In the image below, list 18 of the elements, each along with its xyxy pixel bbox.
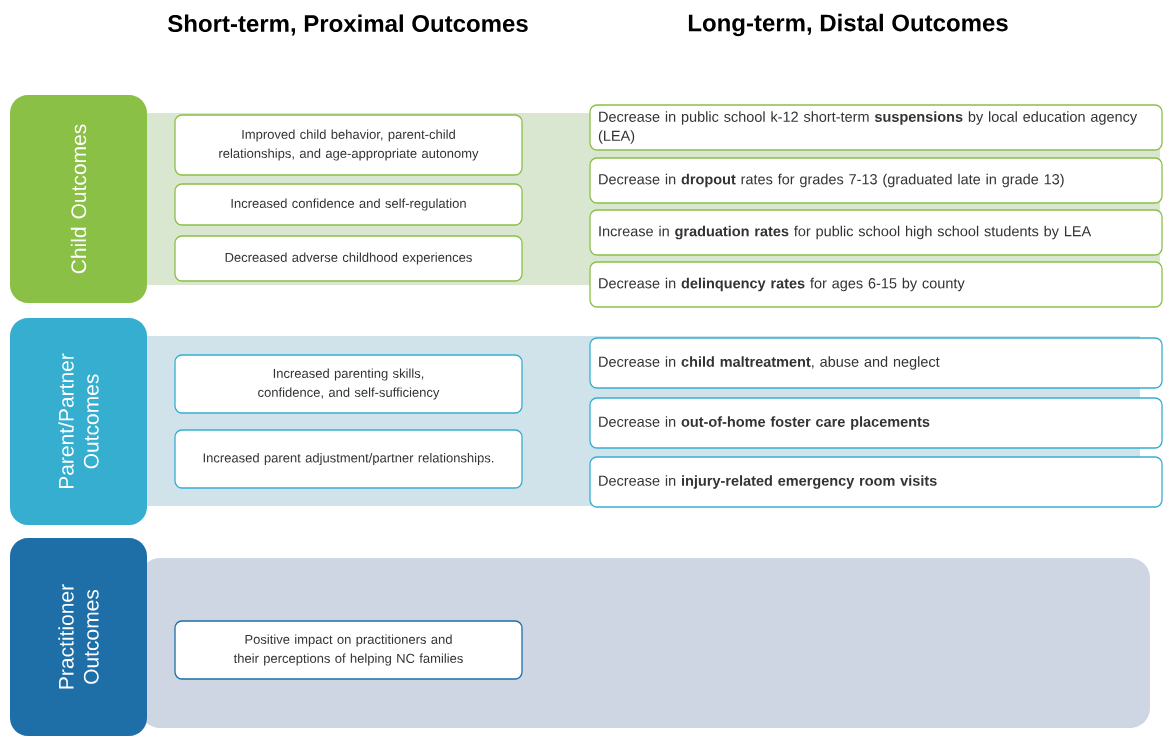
outcome-box: Decrease in out-of-home foster care placements <box>589 397 1163 449</box>
outcome-box: Increased parenting skills, confidence, and self-sufficiency <box>174 354 523 414</box>
outcome-box: Positive impact on practitioners and their perceptions of helping NC families <box>174 620 523 680</box>
outcome-box: Decrease in child maltreatment, abuse and neglect <box>589 337 1163 389</box>
row-heading-tab: Parent/Partner Outcomes <box>10 318 147 525</box>
outcome-box: Increased confidence and self-regulation <box>174 183 523 226</box>
column-heading: Short-term, Proximal Outcomes <box>168 14 528 36</box>
outcome-box: Improved child behavior, parent-child relationships, and age-appropriate autonomy <box>174 114 523 176</box>
outcome-box: Increased parent adjustment/partner relationships. <box>174 429 523 489</box>
column-heading: Long-term, Distal Outcomes <box>688 13 1008 37</box>
row-heading-tab: Practitioner Outcomes <box>10 538 147 736</box>
row-heading-tab: Child Outcomes <box>10 95 147 303</box>
outcome-box: Decrease in delinquency rates for ages 6-15 by county <box>589 261 1163 308</box>
outcome-box: Decrease in public school k-12 short-term suspensions by local education agency (LEA) <box>589 104 1163 151</box>
outcome-box: Increase in graduation rates for public school high school students by LEA <box>589 209 1163 256</box>
outcome-box: Decrease in dropout rates for grades 7-13 (graduated late in grade 13) <box>589 157 1163 204</box>
outcome-box: Decrease in injury-related emergency room visits <box>589 456 1163 508</box>
outcome-box: Decreased adverse childhood experiences <box>174 235 523 282</box>
